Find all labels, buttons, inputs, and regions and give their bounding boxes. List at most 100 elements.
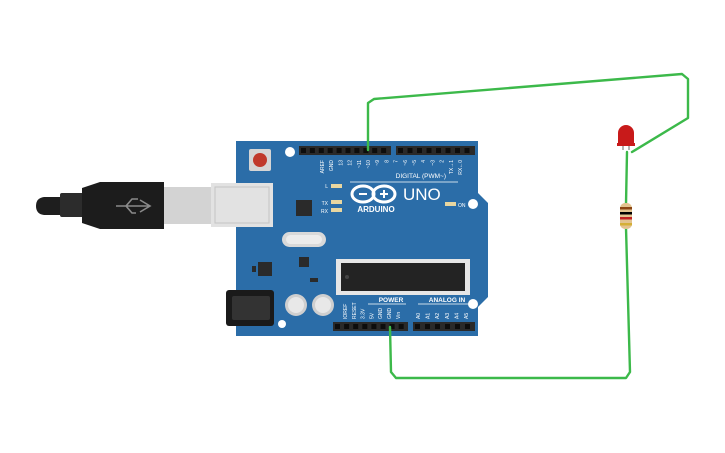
header-pin-hole[interactable]: [318, 148, 324, 153]
digital-pin-label: 4: [421, 160, 427, 163]
header-pin-hole[interactable]: [344, 324, 350, 329]
chip-notch: [345, 275, 349, 279]
header-pin-hole[interactable]: [327, 148, 333, 153]
header-pin-hole[interactable]: [436, 148, 441, 153]
digital-pin-label: TX→1: [449, 160, 455, 174]
board-model-label: UNO: [403, 185, 441, 204]
board-brand-label: ARDUINO: [357, 205, 394, 214]
header-pin-hole[interactable]: [389, 324, 395, 329]
analog-pin-label: A2: [435, 313, 441, 319]
header-pin-hole[interactable]: [398, 324, 404, 329]
digital-header-left[interactable]: [299, 146, 391, 155]
analog-pin-label: A1: [426, 313, 432, 319]
usb-symbol-icon: [116, 198, 152, 214]
power-pin-label: IOREF: [343, 304, 349, 319]
power-label: POWER: [379, 297, 404, 304]
header-pin-hole[interactable]: [407, 148, 413, 153]
capacitor-top: [315, 297, 331, 313]
small-ic: [299, 257, 309, 267]
header-pin-holes: [301, 148, 470, 329]
header-pin-hole[interactable]: [381, 148, 387, 153]
analog-pin-label: A5: [464, 313, 470, 319]
header-pin-hole[interactable]: [398, 148, 403, 153]
power-pin-label: 5V: [369, 312, 375, 319]
digital-pin-label: ~10: [366, 160, 372, 169]
header-pin-hole[interactable]: [455, 148, 460, 153]
reset-button[interactable]: [253, 153, 267, 167]
digital-pin-label: ~9: [375, 160, 381, 166]
red-led[interactable]: [617, 125, 635, 150]
usb-plug-metal: [164, 187, 212, 224]
usb-socket: [211, 183, 273, 227]
header-pin-hole[interactable]: [301, 148, 306, 153]
power-pin-label: GND: [387, 308, 393, 320]
resistor-band: [620, 217, 632, 220]
usb-cable[interactable]: [36, 182, 212, 229]
header-pin-hole[interactable]: [354, 148, 360, 153]
led-l-label: L: [325, 184, 328, 190]
header-pin-hole[interactable]: [435, 324, 440, 329]
header-pin-hole[interactable]: [465, 324, 470, 329]
atmega-chip: [341, 263, 465, 291]
header-pin-hole[interactable]: [417, 148, 422, 153]
header-pin-hole[interactable]: [425, 324, 430, 329]
header-pin-hole[interactable]: [445, 324, 450, 329]
header-pin-hole[interactable]: [372, 148, 378, 153]
header-pin-hole[interactable]: [345, 148, 351, 153]
wire-led-to-resistor[interactable]: [624, 150, 629, 206]
header-pin-hole[interactable]: [426, 148, 432, 153]
header-pin-hole[interactable]: [336, 148, 342, 153]
led-on-label: ON: [458, 203, 466, 209]
header-pin-hole[interactable]: [335, 324, 340, 329]
header-pin-hole[interactable]: [362, 324, 368, 329]
led-tx-indicator: [331, 200, 342, 204]
wire-pin10-to-led[interactable]: [366, 72, 690, 154]
mounting-hole: [285, 147, 295, 157]
analog-pin-label: A4: [454, 313, 460, 319]
arduino-logo-icon: [350, 184, 397, 204]
header-pin-hole[interactable]: [380, 324, 386, 329]
header-pin-hole[interactable]: [464, 148, 470, 153]
header-pin-hole[interactable]: [371, 324, 377, 329]
smd-component: [310, 278, 318, 282]
header-pin-hole[interactable]: [415, 324, 420, 329]
usb-cable-collar: [60, 193, 84, 217]
led-tx-label: TX: [322, 201, 329, 207]
led-rx-label: RX: [321, 209, 329, 215]
digital-pin-label: RX←0: [458, 160, 464, 175]
analog-pin-label: A0: [416, 313, 422, 319]
usb-cable-strain-relief: [36, 197, 62, 215]
header-pin-hole[interactable]: [445, 148, 451, 153]
resistor[interactable]: [620, 203, 632, 229]
usb-controller-chip: [296, 200, 312, 216]
digital-pin-label: GND: [329, 160, 335, 172]
analog-in-label: ANALOG IN: [429, 297, 466, 304]
header-pin-hole[interactable]: [363, 148, 369, 153]
header-pin-hole[interactable]: [309, 148, 315, 153]
led-rim: [617, 143, 635, 146]
capacitor-top: [288, 297, 304, 313]
header-pin-hole[interactable]: [353, 324, 359, 329]
header-pin-hole[interactable]: [455, 324, 460, 329]
resistor-band: [620, 207, 632, 210]
analog-header[interactable]: [413, 322, 475, 331]
digital-pin-label: 7: [394, 160, 400, 163]
digital-header-label: DIGITAL (PWM~): [396, 173, 446, 180]
power-jack-inner: [232, 296, 270, 320]
led-on-indicator: [445, 202, 456, 206]
digital-header-right[interactable]: [396, 146, 475, 155]
digital-pin-label: ~11: [357, 160, 363, 168]
led-body: [618, 125, 634, 145]
arduino-uno-board[interactable]: ARDUINO UNO DIGITAL (PWM~) POWER ANALOG …: [211, 141, 488, 336]
wire-resistor-to-gnd[interactable]: [388, 226, 632, 380]
digital-pin-label: 2: [440, 160, 446, 163]
voltage-regulator: [258, 262, 272, 276]
led-rx-indicator: [331, 208, 342, 212]
digital-pin-label: 13: [338, 160, 344, 166]
mounting-hole: [278, 320, 286, 328]
digital-pin-label: AREF: [320, 160, 326, 173]
digital-pin-label: ~6: [403, 160, 409, 166]
power-header[interactable]: [333, 322, 408, 331]
